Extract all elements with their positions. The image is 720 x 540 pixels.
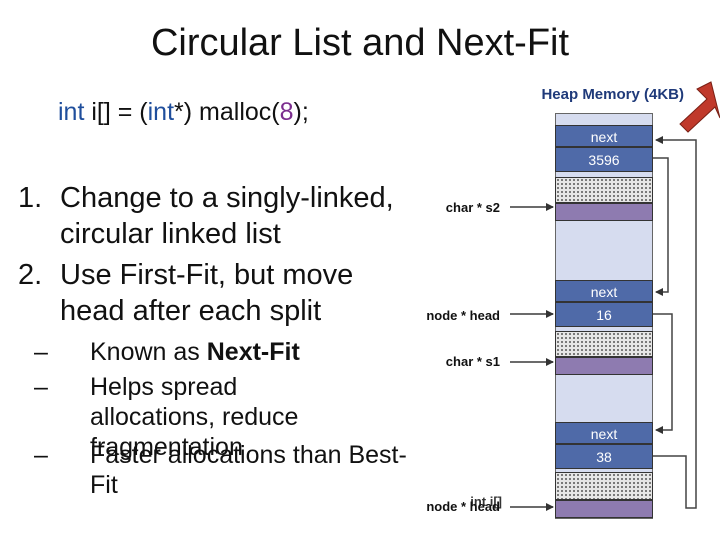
- bullet-dash: –: [34, 441, 48, 469]
- block-2-header-hatch: [555, 331, 653, 357]
- code-number: 8: [279, 98, 294, 126]
- pointer-label-s2: char * s2: [445, 200, 500, 215]
- bullet-dash: –: [34, 373, 48, 401]
- next-link-3: [653, 136, 697, 509]
- slide-title: Circular List and Next-Fit: [150, 22, 570, 64]
- code-text: );: [293, 98, 309, 126]
- block-3-payload: [555, 500, 653, 518]
- heap-memory-title: Heap Memory (4KB): [541, 86, 684, 103]
- block-2-next-label: next: [555, 280, 653, 302]
- item-number: 1.: [18, 182, 43, 214]
- bullet-faster: – Faster allocations than Best-Fit: [34, 440, 408, 500]
- bullet-bold-text: Next-Fit: [206, 338, 300, 366]
- block-3-next-label: next: [555, 422, 653, 444]
- next-link-2: [653, 313, 673, 434]
- bullet-dash: –: [34, 338, 48, 366]
- code-keyword-int: int: [147, 98, 175, 126]
- next-link-1: [653, 157, 669, 296]
- pointer-label-int-i: int i[]: [470, 494, 502, 509]
- item-text: Change to a singly-linked, circular link…: [60, 182, 394, 250]
- block-2-payload: [555, 357, 653, 375]
- bullet-next-fit: – Known as Next-Fit: [34, 337, 390, 367]
- pointer-label-s1: char * s1: [445, 354, 500, 369]
- item-number: 2.: [18, 259, 43, 291]
- bullet-text: Known as: [90, 338, 207, 366]
- pointer-label-head-bottom: node * head: [426, 499, 500, 514]
- numbered-item-1: 1. Change to a singly-linked, circular l…: [18, 180, 405, 252]
- block-3-header-hatch: [555, 472, 653, 500]
- code-keyword-int: int: [58, 98, 85, 126]
- bullet-spread: – Helps spread allocations, reduce fragm…: [34, 372, 355, 462]
- block-1-payload: [555, 203, 653, 221]
- item-text: Use First-Fit, but move head after each …: [60, 259, 354, 327]
- block-2-next-value: 16: [555, 302, 653, 327]
- block-1-next-value: 3596: [555, 147, 653, 172]
- bullet-text: Faster allocations than Best-Fit: [90, 441, 407, 499]
- malloc-code-line: int i[] = (int*) malloc(8);: [58, 98, 309, 127]
- block-3-next-value: 38: [555, 444, 653, 469]
- red-highlight-arrow: [679, 81, 720, 133]
- block-1-header-hatch: [555, 177, 653, 203]
- code-text: i[] = (: [84, 98, 148, 126]
- pointer-label-head: node * head: [426, 308, 500, 323]
- bullet-text: Helps spread allocations, reduce fragmen…: [90, 373, 299, 461]
- numbered-item-2: 2. Use First-Fit, but move head after ea…: [18, 257, 375, 329]
- code-text: *) malloc(: [174, 98, 280, 126]
- block-1-next-label: next: [555, 125, 653, 147]
